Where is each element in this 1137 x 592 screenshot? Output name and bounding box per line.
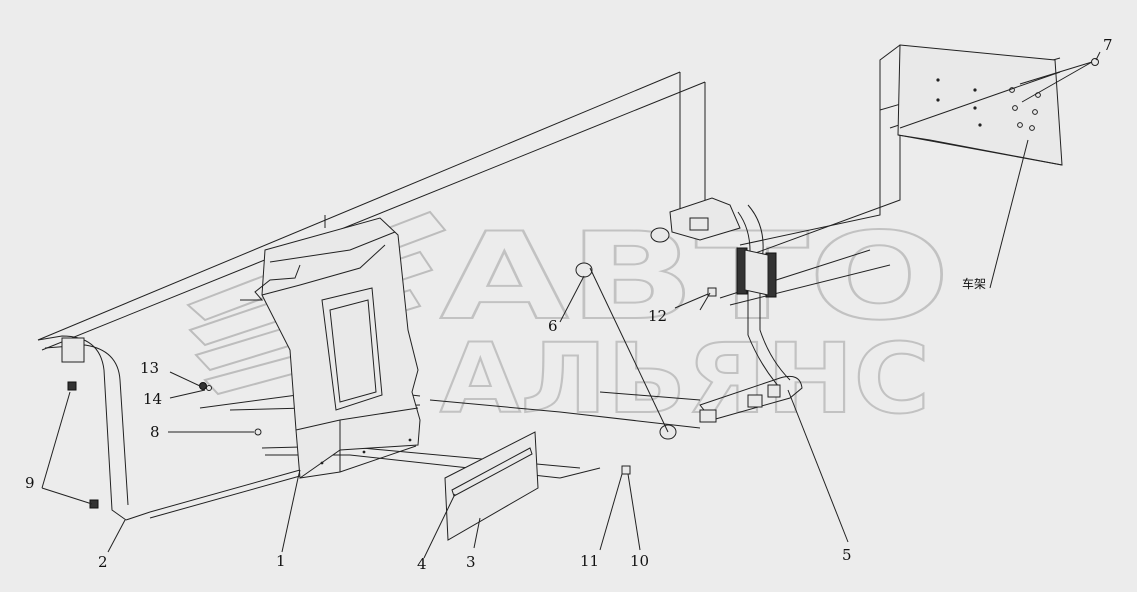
fastener-10 (621, 465, 631, 475)
callout-4: 4 (417, 555, 427, 573)
callout-5: 5 (842, 546, 852, 564)
fastener-9a (67, 381, 77, 391)
callout-13: 13 (140, 359, 159, 377)
fastener-7 (1091, 58, 1099, 66)
fasteners (67, 58, 1099, 509)
callout-frame: 车架 (962, 276, 986, 291)
bumper-beam (37, 71, 706, 521)
fastener-13 (199, 382, 207, 390)
callout-11: 11 (580, 552, 599, 570)
callout-10: 10 (630, 552, 649, 570)
callout-8: 8 (150, 423, 160, 441)
callout-14: 14 (143, 390, 162, 408)
callout-labels: 1 2 3 4 5 6 7 8 9 10 11 12 13 14 车架 (25, 36, 1113, 573)
fastener-14 (206, 385, 212, 391)
watermark-line2: АЛЬЯНС (440, 323, 930, 435)
callout-9: 9 (25, 474, 35, 492)
fastener-12 (707, 287, 717, 297)
callout-leaders (41, 51, 1101, 559)
callout-7: 7 (1103, 36, 1113, 54)
fastener-9b (89, 499, 99, 509)
fastener-8 (254, 428, 262, 436)
callout-12: 12 (648, 307, 667, 325)
callout-3: 3 (466, 553, 476, 571)
frame-rail (879, 44, 1063, 166)
step-panel-part-3 (444, 431, 539, 541)
callout-1: 1 (276, 552, 286, 570)
tube-assembly-part-5 (575, 197, 803, 440)
end-cover-part-1 (240, 217, 421, 479)
callout-2: 2 (98, 553, 108, 571)
callout-6: 6 (548, 317, 558, 335)
